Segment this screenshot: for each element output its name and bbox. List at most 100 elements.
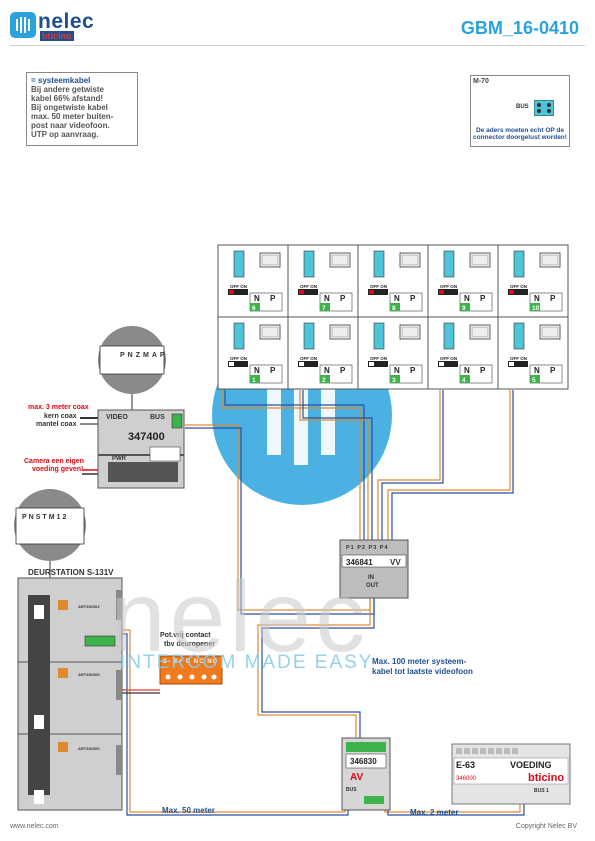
monitor-unit: OFF ON N P 6 — [217, 244, 289, 318]
kern-coax-label: kern coax — [44, 413, 77, 420]
footer-website: www.nelec.com — [10, 823, 59, 830]
max100-note-2: kabel tot laatste videofoon — [372, 667, 473, 676]
note-line: max. 50 meter buiten- — [31, 112, 114, 121]
contact-module — [159, 655, 223, 685]
psu-brand: bticino — [528, 772, 565, 784]
monitor-unit: OFF ON N P 8 — [357, 244, 429, 318]
nelec-logo-icon — [10, 12, 36, 38]
monitor-number: 9 — [462, 305, 466, 312]
n-label: N — [534, 294, 540, 303]
monitor-number: 10 — [532, 305, 540, 312]
m70-title: M-70 — [473, 78, 489, 85]
terminal-label: M — [143, 352, 152, 359]
n-label: N — [254, 294, 260, 303]
distributor-vv: VV — [390, 558, 401, 567]
brand-sub: bticino — [40, 31, 74, 41]
monitor-number: 2 — [322, 377, 326, 384]
contact-note-1: Pot.vrij contact — [160, 632, 211, 639]
note-heading: = systeemkabel — [31, 76, 91, 85]
n-label: N — [394, 294, 400, 303]
note-line: Bij andere getwiste — [31, 85, 104, 94]
camera-note-2: voeding geven! — [32, 466, 84, 473]
contact-terminals: S- S+ C NC NO — [163, 659, 219, 665]
switch-label: OFF ON — [370, 284, 387, 289]
switch-label: OFF ON — [230, 284, 247, 289]
monitor-unit: OFF ON N P 3 — [357, 316, 429, 390]
p-label: P — [270, 366, 276, 375]
p-label: P — [480, 294, 486, 303]
max2-note: Max. 2 meter — [410, 808, 459, 817]
monitor-number: 6 — [252, 305, 256, 312]
max-coax-note: max. 3 meter coax — [28, 404, 89, 411]
doorstation-callout-terminals: PNSTM12 — [22, 514, 69, 521]
watermark-sub: INTERCOM MADE EASY — [120, 652, 374, 673]
p-label: P — [550, 366, 556, 375]
switch-label: OFF ON — [510, 284, 527, 289]
power-av: AV — [350, 772, 364, 783]
header-divider — [10, 45, 585, 46]
monitor-number: 3 — [392, 377, 396, 384]
doorstation-title: DEURSTATION S-131V — [28, 568, 114, 577]
power-code: 346830 — [350, 757, 377, 766]
switch-label: OFF ON — [370, 356, 387, 361]
psu-title: VOEDING — [510, 760, 552, 770]
bus-label-347400: BUS — [150, 414, 165, 421]
distributor-346841 — [339, 539, 409, 599]
contact-note-2: tbv deuropener — [164, 641, 215, 648]
psu-code: 346000 — [456, 776, 477, 782]
p-label: P — [550, 294, 556, 303]
m70-note: De aders moeten echt OP de connector doo… — [473, 127, 567, 141]
terminal-label: N — [127, 352, 136, 359]
max50-note: Max. 50 meter — [162, 806, 215, 815]
monitor-number: 8 — [392, 305, 396, 312]
video-label: VIDEO — [106, 414, 128, 421]
terminal-label: P — [159, 352, 168, 359]
distributor-code: 346841 — [346, 558, 373, 567]
distributor-out: OUT — [366, 583, 379, 589]
switch-label: OFF ON — [440, 356, 457, 361]
note-line: post naar videofoon. — [31, 121, 110, 130]
p-label: P — [410, 366, 416, 375]
note-line: UTP op aanvraag. — [31, 130, 99, 139]
mantel-coax-label: mantel coax — [36, 421, 77, 428]
psu-bus-label: BUS 1 — [534, 788, 549, 794]
m70-connector-icon — [534, 100, 554, 116]
switch-label: OFF ON — [440, 284, 457, 289]
monitor-unit: OFF ON N P 10 — [497, 244, 569, 318]
footer-copyright: Copyright Nelec BV — [515, 823, 577, 830]
distributor-ports: P1 P2 P3 P4 — [346, 545, 389, 551]
n-label: N — [534, 366, 540, 375]
monitor-number: 7 — [322, 305, 326, 312]
m70-bus-label: BUS — [516, 104, 529, 110]
max100-note-1: Max. 100 meter systeem- — [372, 657, 467, 666]
note-line: kabel 66% afstand! — [31, 94, 104, 103]
p-label: P — [340, 366, 346, 375]
n-label: N — [254, 366, 260, 375]
347400-callout-terminals: PNZMAP — [120, 352, 168, 359]
n-label: N — [324, 366, 330, 375]
p-label: P — [480, 366, 486, 375]
monitor-number: 4 — [462, 377, 466, 384]
module-code: ART352300 — [78, 672, 100, 677]
terminal-label: A — [151, 352, 160, 359]
p-label: P — [410, 294, 416, 303]
n-label: N — [394, 366, 400, 375]
monitor-number: 1 — [252, 377, 256, 384]
module-code: ART352302 — [78, 604, 100, 609]
terminal-label: Z — [135, 352, 144, 359]
note-line: Bij ongetwiste kabel — [31, 103, 108, 112]
psu-model: E-63 — [456, 760, 476, 770]
interface-347400-code: 347400 — [128, 431, 165, 443]
n-label: N — [324, 294, 330, 303]
switch-label: OFF ON — [300, 284, 317, 289]
pwr-label: PWR — [112, 456, 126, 462]
p-label: P — [270, 294, 276, 303]
module-code: ART352300 — [78, 746, 100, 751]
watermark-text: nelec — [110, 561, 370, 673]
